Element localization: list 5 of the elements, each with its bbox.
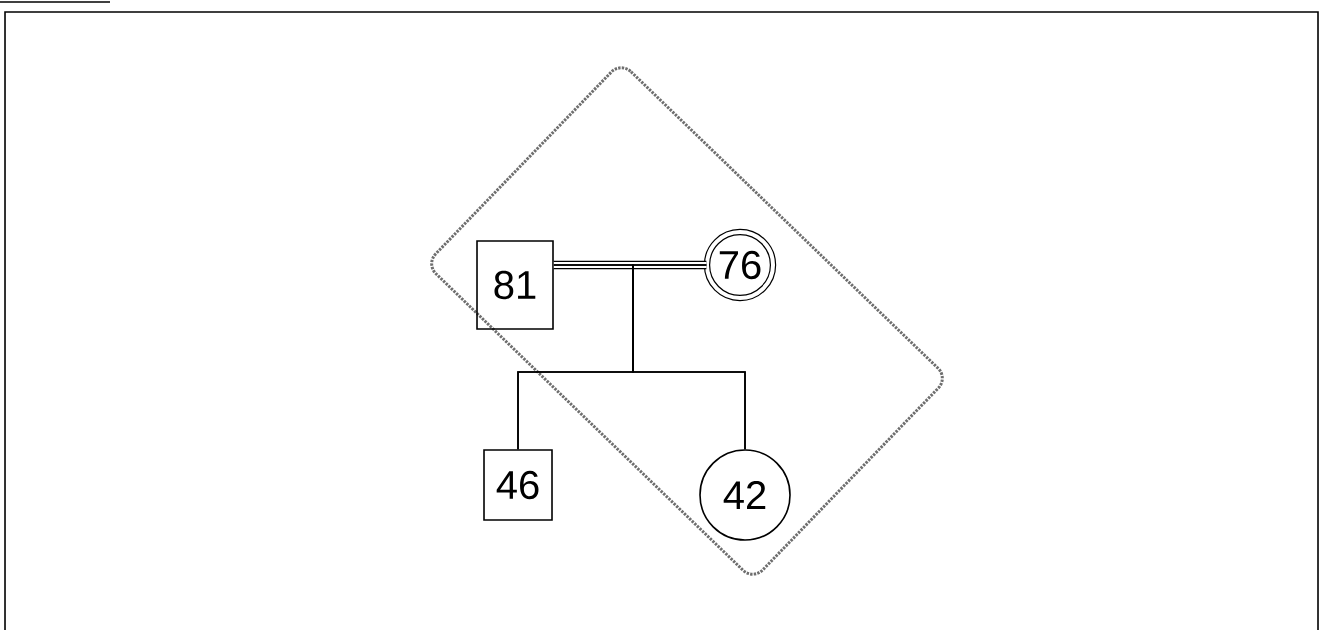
partner-line [553, 260, 707, 270]
male-square: 81 [476, 240, 554, 330]
household-boundary [430, 66, 944, 576]
male-square: 46 [483, 449, 553, 521]
descent-line [632, 264, 746, 450]
